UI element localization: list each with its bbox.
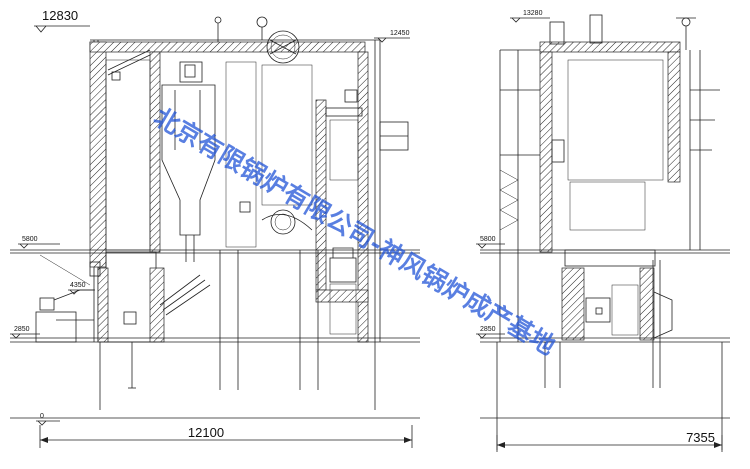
left-floor-lines	[10, 249, 420, 419]
furnace-chamber	[105, 49, 151, 251]
cyclone-separator	[161, 61, 216, 262]
right-elevation-top: 13280	[523, 10, 543, 17]
left-elevation-view: 12830 12450 5800 4350 2850 0 12100	[10, 8, 420, 448]
right-floor-lines	[480, 249, 730, 419]
left-elevation-markers	[10, 25, 410, 426]
left-width-label: 12100	[188, 425, 224, 440]
right-width-label: 7355	[686, 430, 715, 445]
upper-steam-drum	[214, 16, 300, 64]
right-drums	[549, 14, 696, 50]
right-tube-bank	[551, 59, 664, 267]
elevation-mid: 4350	[70, 282, 86, 289]
economizer	[325, 89, 409, 181]
elevation-lower: 2850	[14, 326, 30, 333]
left-casing-walls	[89, 41, 369, 343]
left-width-dimension	[39, 425, 413, 448]
right-elevation-markers	[476, 17, 550, 339]
elevation-ground: 0	[40, 413, 44, 420]
right-width-dimension	[496, 435, 723, 452]
company-watermark: 北京有限锅炉有限公司-神风锅炉成产基地	[149, 102, 560, 361]
right-casing	[539, 41, 681, 341]
left-supports	[99, 250, 376, 410]
right-air-preheater	[585, 284, 673, 339]
convection-bank	[225, 61, 257, 248]
right-elevation-lower: 2850	[480, 326, 496, 333]
right-structure	[499, 49, 720, 342]
elevation-top-left: 12830	[42, 8, 78, 23]
elevation-platform: 5800	[22, 236, 38, 243]
right-supports	[496, 260, 723, 450]
right-elevation-platform: 5800	[480, 236, 496, 243]
rear-tube-bank	[261, 64, 313, 231]
lower-mud-drum	[270, 209, 296, 235]
lower-furnace	[35, 251, 211, 343]
elevation-right-top: 12450	[390, 30, 410, 37]
right-elevation-view: 13280 5800 2850 7355	[476, 10, 730, 452]
